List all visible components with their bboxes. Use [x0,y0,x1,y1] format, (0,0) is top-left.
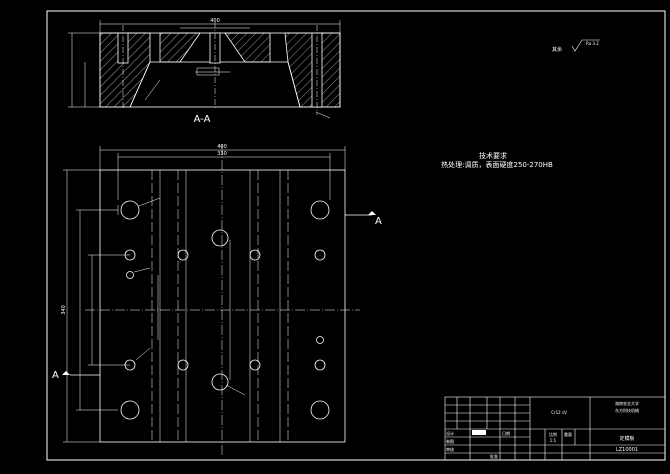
section-view [68,20,341,119]
section-arrow-right [368,211,376,215]
row-label-design: 设计 [446,430,454,436]
drawing-border [46,10,666,461]
dim-left-height: 340 [61,305,67,315]
hatch-center-right [224,32,271,63]
section-label: A-A [194,114,211,125]
header-weight: 重量 [564,431,572,437]
part-name: 定模板 [619,435,634,442]
section-marker-left: A [52,370,59,381]
scale-value: 1:1 [550,438,557,443]
dim-top-overall: 400 [210,18,220,24]
drawing-number: LZ10001 [616,447,638,453]
program-name: 东方科技机械 [615,407,639,413]
title-block [444,396,666,461]
roughness-value: Ra 3.2 [586,41,599,46]
row-label-date: 日期 [502,430,510,436]
row-label-check: 审核 [446,446,454,452]
roughness-symbol [571,39,600,52]
section-marker-right: A [375,216,382,227]
plate-outline [99,169,346,443]
plan-view [63,145,372,455]
hatch-center-left [159,32,201,63]
university-name: 湖南农业大学 [615,400,639,406]
row-label-approve: 批准 [490,453,498,459]
tech-req-text: 热处理:调质，表面硬度250-270HB [441,160,553,169]
section-arrow-left [62,371,70,375]
dim-plan-overall: 400 [217,144,227,150]
header-scale: 比例 [549,431,557,437]
dim-plan-inner: 330 [217,151,227,157]
row-label-drawing: 制图 [446,438,454,444]
filled-cell [472,430,486,435]
roughness-note: 其余 [552,46,562,53]
tech-req-title: 技术要求 [479,151,507,160]
material: Cr12 sV [551,410,567,415]
